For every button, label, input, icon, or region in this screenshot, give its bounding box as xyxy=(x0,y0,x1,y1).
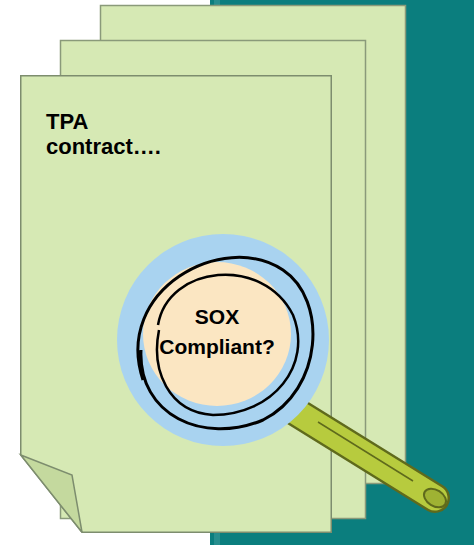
page-sheet xyxy=(21,76,332,533)
handle-stroke xyxy=(318,422,413,481)
handle xyxy=(293,410,435,498)
folded-corner xyxy=(21,455,82,532)
lens-sketch-outer xyxy=(138,257,313,428)
lens-ring xyxy=(117,234,329,446)
document-page: TPA contract…. SOX Compliant? xyxy=(20,75,332,533)
handle-outline xyxy=(293,410,435,498)
lens-question: SOX Compliant? xyxy=(147,302,287,363)
handle-end xyxy=(421,485,450,511)
document-title: TPA contract…. xyxy=(46,109,186,160)
magnifier-lens: SOX Compliant? xyxy=(113,230,333,450)
